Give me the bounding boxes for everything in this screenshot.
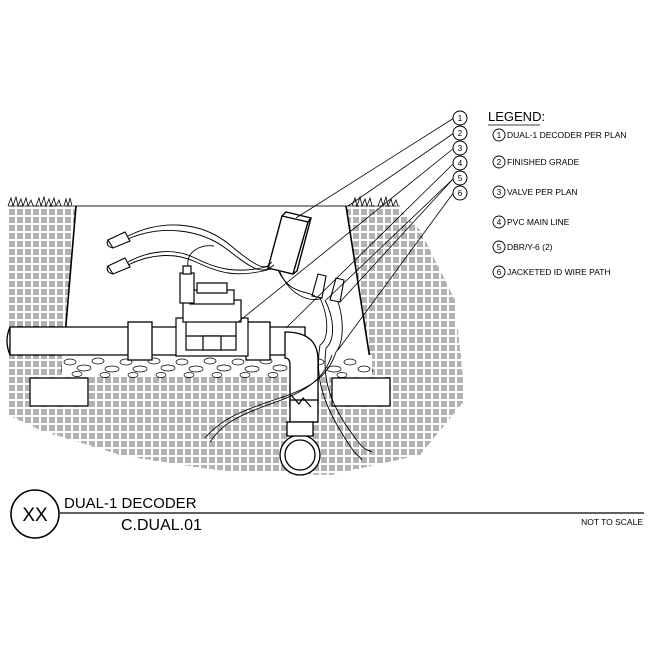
legend-item-1-label: DUAL-1 DECODER PER PLAN: [507, 130, 627, 140]
callout-bubbles: 1 2 3 4 5 6: [452, 110, 468, 201]
hunter-logo: Hunter: [0, 517, 101, 529]
callout-4: 4: [452, 155, 468, 171]
callout-6: 6: [452, 185, 468, 201]
legend-item-2-number: 2: [497, 158, 502, 167]
callout-1: 1: [452, 110, 468, 126]
support-bricks: [29, 377, 391, 407]
callout-4-number: 4: [458, 159, 463, 168]
legend-item-5-number: 5: [497, 243, 502, 252]
legend-item-2-label: FINISHED GRADE: [507, 157, 580, 167]
legend-item-1-number: 1: [497, 131, 502, 140]
callout-5: 5: [452, 170, 468, 186]
legend-item-4: 4 PVC MAIN LINE: [492, 215, 570, 229]
callout-1-number: 1: [458, 114, 463, 123]
callout-3-number: 3: [458, 144, 463, 153]
detail-title: DUAL-1 DECODER: [64, 495, 197, 512]
legend-item-6-label: JACKETED ID WIRE PATH: [507, 267, 611, 277]
scale-note: NOT TO SCALE: [581, 517, 643, 527]
brand-name: Hunter: [72, 518, 101, 528]
legend-item-3-number: 3: [497, 188, 502, 197]
callout-5-number: 5: [458, 174, 463, 183]
callout-6-number: 6: [458, 189, 463, 198]
valve: [175, 265, 249, 357]
leader-lines: [237, 117, 455, 351]
title-block: XX DUAL-1 DECODER Hunter C.DUAL.01 NOT T…: [0, 489, 644, 539]
finished-grade-grass: [7, 195, 400, 208]
detail-id-bubble: [10, 489, 60, 539]
legend: LEGEND: 1 DUAL-1 DECODER PER PLAN 2 FINI…: [488, 109, 627, 279]
legend-title: LEGEND:: [488, 109, 545, 124]
legend-item-4-label: PVC MAIN LINE: [507, 217, 570, 227]
legend-item-4-number: 4: [497, 218, 502, 227]
legend-item-2: 2 FINISHED GRADE: [492, 155, 580, 169]
legend-item-5-label: DBR/Y-6 (2): [507, 242, 553, 252]
legend-item-5: 5 DBR/Y-6 (2): [492, 240, 553, 254]
decoder-wires: [127, 224, 373, 461]
detail-id: XX: [22, 505, 48, 526]
detail-code: C.DUAL.01: [121, 517, 202, 534]
legend-item-6-number: 6: [497, 268, 502, 277]
legend-item-3-label: VALVE PER PLAN: [507, 187, 578, 197]
soil-section: [8, 205, 465, 475]
callout-3: 3: [452, 140, 468, 156]
legend-item-6: 6 JACKETED ID WIRE PATH: [492, 265, 611, 279]
callout-2: 2: [452, 125, 468, 141]
dual-decoder-unit: [267, 211, 313, 275]
legend-item-1: 1 DUAL-1 DECODER PER PLAN: [492, 128, 627, 142]
legend-item-3: 3 VALVE PER PLAN: [492, 185, 578, 199]
callout-2-number: 2: [458, 129, 463, 138]
